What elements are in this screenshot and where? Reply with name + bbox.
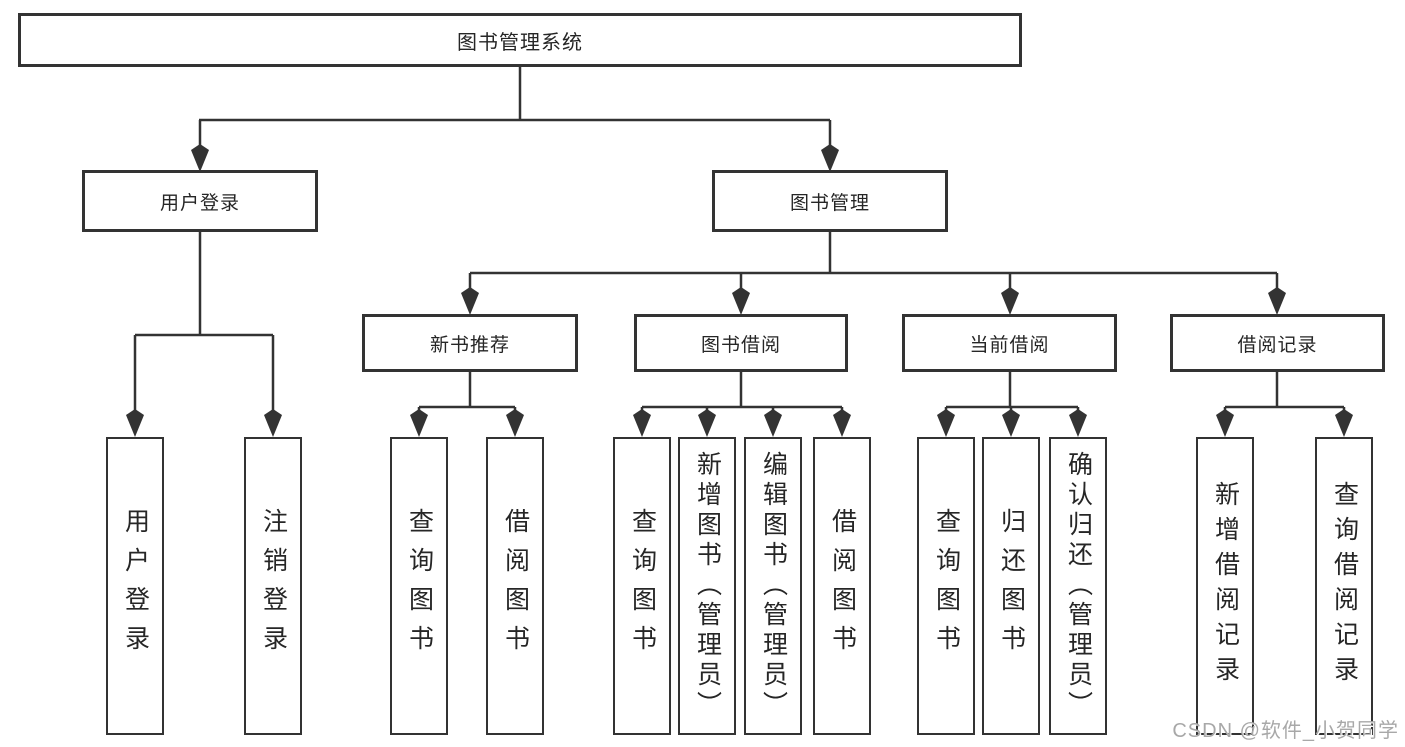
leaf-label: 用户登录 [121, 508, 150, 664]
node-user-login: 用户登录 [82, 170, 318, 232]
leaf-label: 查询图书 [405, 508, 434, 664]
leaf-query-books-3: 查询图书 [917, 437, 975, 735]
node-library-management-system: 图书管理系统 [18, 13, 1022, 67]
leaf-label: 借阅图书 [828, 508, 857, 664]
node-book-management: 图书管理 [712, 170, 948, 232]
leaf-add-books-admin: 新增图书（管理员） [678, 437, 736, 735]
leaf-confirm-return-admin: 确认归还（管理员） [1049, 437, 1107, 735]
node-borrowing-records: 借阅记录 [1170, 314, 1385, 372]
leaf-label: 新增借阅记录 [1211, 481, 1240, 691]
leaf-label: 归还图书 [997, 508, 1026, 664]
leaf-query-books-1: 查询图书 [390, 437, 448, 735]
node-current-borrowing: 当前借阅 [902, 314, 1117, 372]
leaf-label: 查询图书 [628, 508, 657, 664]
csdn-watermark: CSDN @软件_小贺同学 [1172, 720, 1399, 742]
leaf-add-borrow-record: 新增借阅记录 [1196, 437, 1254, 735]
node-new-book-recommendation: 新书推荐 [362, 314, 578, 372]
leaf-label: 注销登录 [259, 508, 288, 664]
leaf-edit-books-admin: 编辑图书（管理员） [744, 437, 802, 735]
leaf-label: 新增图书（管理员） [693, 451, 722, 721]
leaf-user-login: 用户登录 [106, 437, 164, 735]
leaf-label: 确认归还（管理员） [1064, 451, 1093, 721]
leaf-label: 编辑图书（管理员） [759, 451, 788, 721]
tree-edges [133, 67, 1346, 432]
leaf-logout: 注销登录 [244, 437, 302, 735]
leaf-return-books: 归还图书 [982, 437, 1040, 735]
node-book-borrowing: 图书借阅 [634, 314, 848, 372]
leaf-label: 借阅图书 [501, 508, 530, 664]
leaf-label: 查询借阅记录 [1330, 481, 1359, 691]
leaf-label: 查询图书 [932, 508, 961, 664]
arrowheads [126, 144, 1353, 437]
leaf-query-borrow-record: 查询借阅记录 [1315, 437, 1373, 735]
leaf-borrow-books-2: 借阅图书 [813, 437, 871, 735]
leaf-borrow-books-1: 借阅图书 [486, 437, 544, 735]
leaf-query-books-2: 查询图书 [613, 437, 671, 735]
